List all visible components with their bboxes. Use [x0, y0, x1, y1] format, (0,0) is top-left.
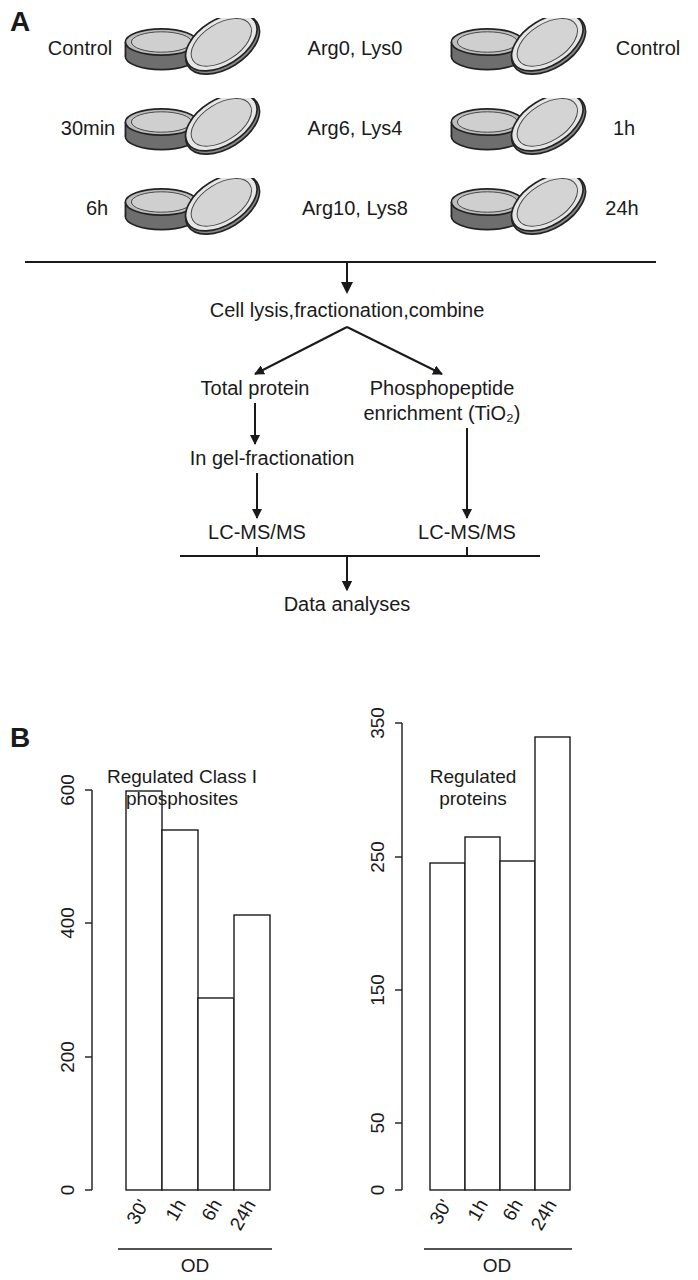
text-label: 1h: [613, 117, 635, 140]
text-label: OD: [483, 1255, 512, 1277]
step-text: LC-MS/MS: [418, 520, 516, 545]
text-label: 6h: [86, 197, 108, 220]
group-line: [424, 1248, 572, 1249]
flow-arrow: [347, 327, 442, 374]
flow-step: LC-MS/MS: [208, 520, 306, 545]
panel-letter: B: [10, 722, 30, 754]
text-label: Control: [48, 37, 112, 60]
flow-step: Cell lysis,fractionation,combine: [210, 298, 485, 323]
tick-label: 400: [57, 907, 79, 939]
text-label: 24h: [605, 197, 638, 220]
bar: [162, 830, 198, 1190]
tick: [85, 1189, 92, 1190]
tick-label: 6h: [197, 1195, 226, 1224]
text-label: Regulated proteins: [408, 766, 538, 810]
tick: [395, 856, 402, 857]
flow-step: Data analyses: [284, 592, 411, 617]
text-label: OD: [181, 1255, 210, 1277]
bar: [465, 837, 500, 1190]
tick: [395, 1122, 402, 1123]
petri-dish: [451, 161, 596, 246]
flow-step: In gel-fractionation: [190, 446, 355, 471]
y-axis: [91, 790, 92, 1190]
bar: [430, 863, 465, 1190]
bar: [198, 998, 234, 1190]
tick-label: 250: [367, 841, 389, 873]
flow-step: LC-MS/MS: [418, 520, 516, 545]
flow-arrow: [347, 547, 467, 590]
merge-line: [25, 261, 656, 263]
step-text: Total protein: [201, 376, 310, 401]
arrow-head: [341, 282, 353, 294]
step-text: Cell lysis,fractionation,combine: [210, 298, 485, 323]
flow-arrow: [257, 547, 347, 590]
flow-arrow: [255, 327, 347, 374]
tick-label: 1h: [463, 1195, 492, 1224]
bar: [535, 737, 570, 1190]
tick-label: 150: [367, 974, 389, 1006]
tick-label: 1h: [161, 1195, 190, 1224]
tick: [85, 922, 92, 923]
tick: [85, 789, 92, 790]
tick-label: 600: [57, 774, 79, 806]
tick-label: 0: [367, 1185, 389, 1196]
bar: [500, 861, 535, 1190]
bar-chart: [395, 723, 572, 1249]
tick-label: 350: [367, 707, 389, 739]
petri-dish: [451, 1, 596, 86]
tick-label: 30': [425, 1196, 456, 1228]
tick: [395, 1189, 402, 1190]
text-label: Arg10, Lys8: [302, 197, 408, 220]
flow-arrow: [256, 473, 258, 518]
tick: [395, 989, 402, 990]
tick-label: 6h: [498, 1195, 527, 1224]
step-text: Data analyses: [284, 592, 411, 617]
text-label: Regulated Class I phosphosites: [92, 766, 272, 810]
step-text: Phosphopeptide enrichment (TiO₂): [336, 376, 548, 426]
tick-label: 200: [57, 1041, 79, 1073]
tick: [395, 722, 402, 723]
group-line: [118, 1248, 272, 1249]
petri-dish: [125, 81, 270, 166]
tick-label: 24h: [226, 1196, 261, 1234]
flow-step: Total protein: [201, 376, 310, 401]
flow-step: Phosphopeptide enrichment (TiO₂): [336, 376, 548, 426]
tick-label: 30': [122, 1196, 153, 1228]
text-label: Arg6, Lys4: [308, 117, 403, 140]
petri-dish: [451, 81, 596, 166]
step-text: LC-MS/MS: [208, 520, 306, 545]
tick-label: 24h: [527, 1196, 562, 1234]
flow-arrow: [346, 262, 348, 284]
panel-letter: A: [10, 6, 30, 38]
petri-dish: [125, 1, 270, 86]
text-label: Control: [616, 37, 680, 60]
text-label: Arg0, Lys0: [308, 37, 403, 60]
text-label: 30min: [61, 117, 115, 140]
petri-dish: [125, 161, 270, 246]
tick: [85, 1056, 92, 1057]
tick-label: 50: [367, 1112, 389, 1133]
flow-arrow: [466, 428, 468, 518]
bar: [126, 791, 162, 1190]
tick-label: 0: [57, 1185, 79, 1196]
y-axis: [401, 723, 402, 1190]
bar: [234, 915, 270, 1190]
step-text: In gel-fractionation: [190, 446, 355, 471]
bar-chart: [85, 790, 272, 1249]
flow-arrow: [254, 403, 256, 444]
